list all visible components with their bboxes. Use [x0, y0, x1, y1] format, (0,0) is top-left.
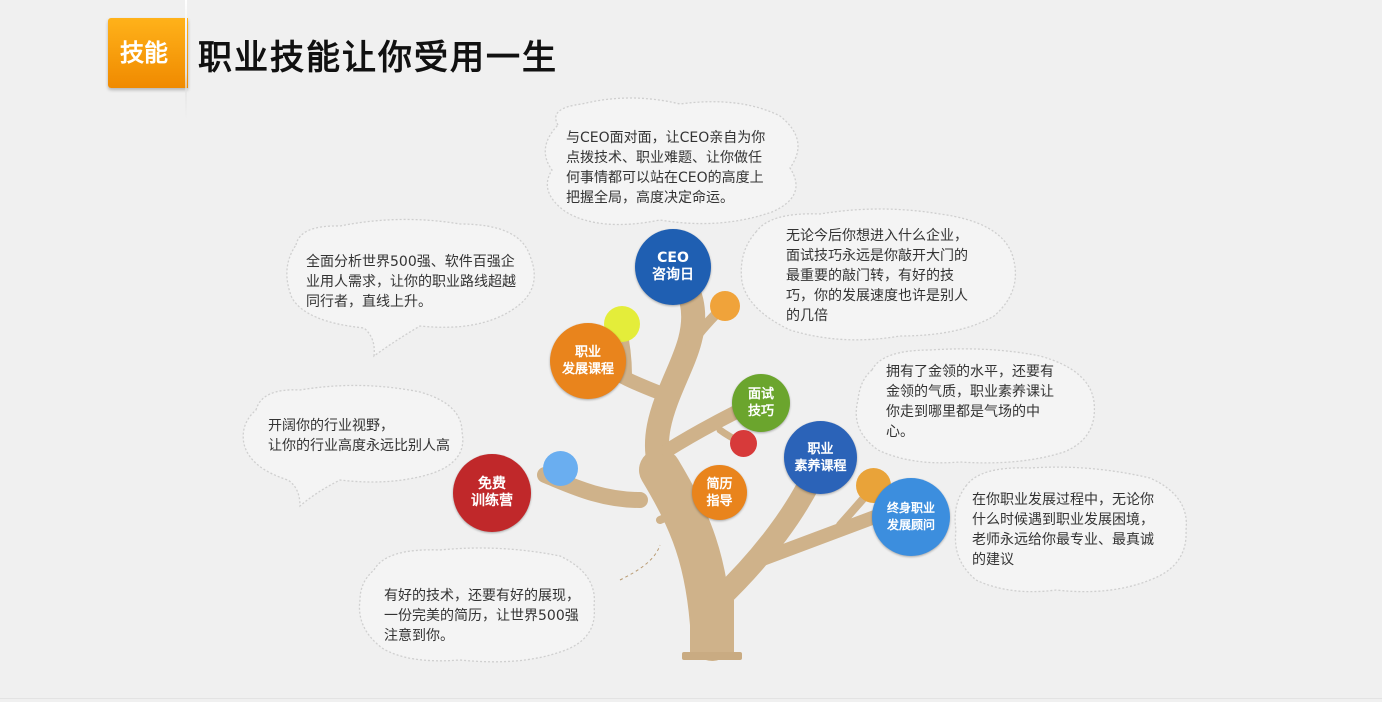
footer-divider — [0, 698, 1382, 699]
interview-skills-node[interactable]: 面试 技巧 — [732, 374, 790, 432]
career-development-course-node[interactable]: 职业 发展课程 — [550, 323, 626, 399]
interview-bubble-text: 无论今后你想进入什么企业， 面试技巧永远是你敲开大门的 最重要的敲门转，有好的技… — [786, 228, 968, 324]
resume-bubble-text: 有好的技术，还要有好的展现， 一份完美的简历，让世界500强 注意到你。 — [384, 588, 580, 644]
page-title: 职业技能让你受用一生 — [198, 38, 558, 78]
training-bubble-text: 开阔你的行业视野， 让你的行业高度永远比别人高 — [268, 418, 450, 454]
decorative-dot-blue — [543, 451, 578, 486]
skill-badge: 技能 — [108, 18, 188, 88]
career-bubble-text: 全面分析世界500强、软件百强企 业用人需求，让你的职业路线超越 同行者，直线上… — [306, 254, 516, 310]
resume-guidance-node[interactable]: 简历 指导 — [692, 465, 747, 520]
free-training-camp-node[interactable]: 免费 训练营 — [453, 454, 531, 532]
ceo-speech-bubble — [544, 97, 799, 226]
career-speech-bubble — [286, 218, 535, 358]
decorative-dot-red — [730, 430, 757, 457]
consultant-speech-bubble — [954, 466, 1187, 593]
training-speech-bubble — [242, 384, 464, 508]
ceo-consultation-node[interactable]: CEO 咨询日 — [635, 229, 711, 305]
consultant-bubble-text: 在你职业发展过程中，无论你 什么时候遇到职业发展困境， 老师永远给你最专业、最真… — [972, 492, 1154, 568]
lifetime-career-consultant-node[interactable]: 终身职业 发展顾问 — [872, 478, 950, 556]
literacy-speech-bubble — [855, 348, 1096, 464]
professional-literacy-course-node[interactable]: 职业 素养课程 — [784, 421, 857, 494]
resume-speech-bubble — [358, 547, 596, 663]
skill-badge-label: 技能 — [120, 39, 168, 67]
literacy-bubble-text: 拥有了金领的水平，还要有 金领的气质，职业素养课让 你走到哪里都是气场的中 心。 — [886, 364, 1054, 440]
ceo-bubble-text: 与CEO面对面，让CEO亲自为你 点拨技术、职业难题、让你做任 何事情都可以站在… — [566, 130, 766, 206]
header-divider — [185, 0, 187, 120]
tree-trunk-base — [690, 600, 734, 658]
decorative-dot-orange — [710, 291, 740, 321]
interview-speech-bubble — [740, 208, 1016, 341]
